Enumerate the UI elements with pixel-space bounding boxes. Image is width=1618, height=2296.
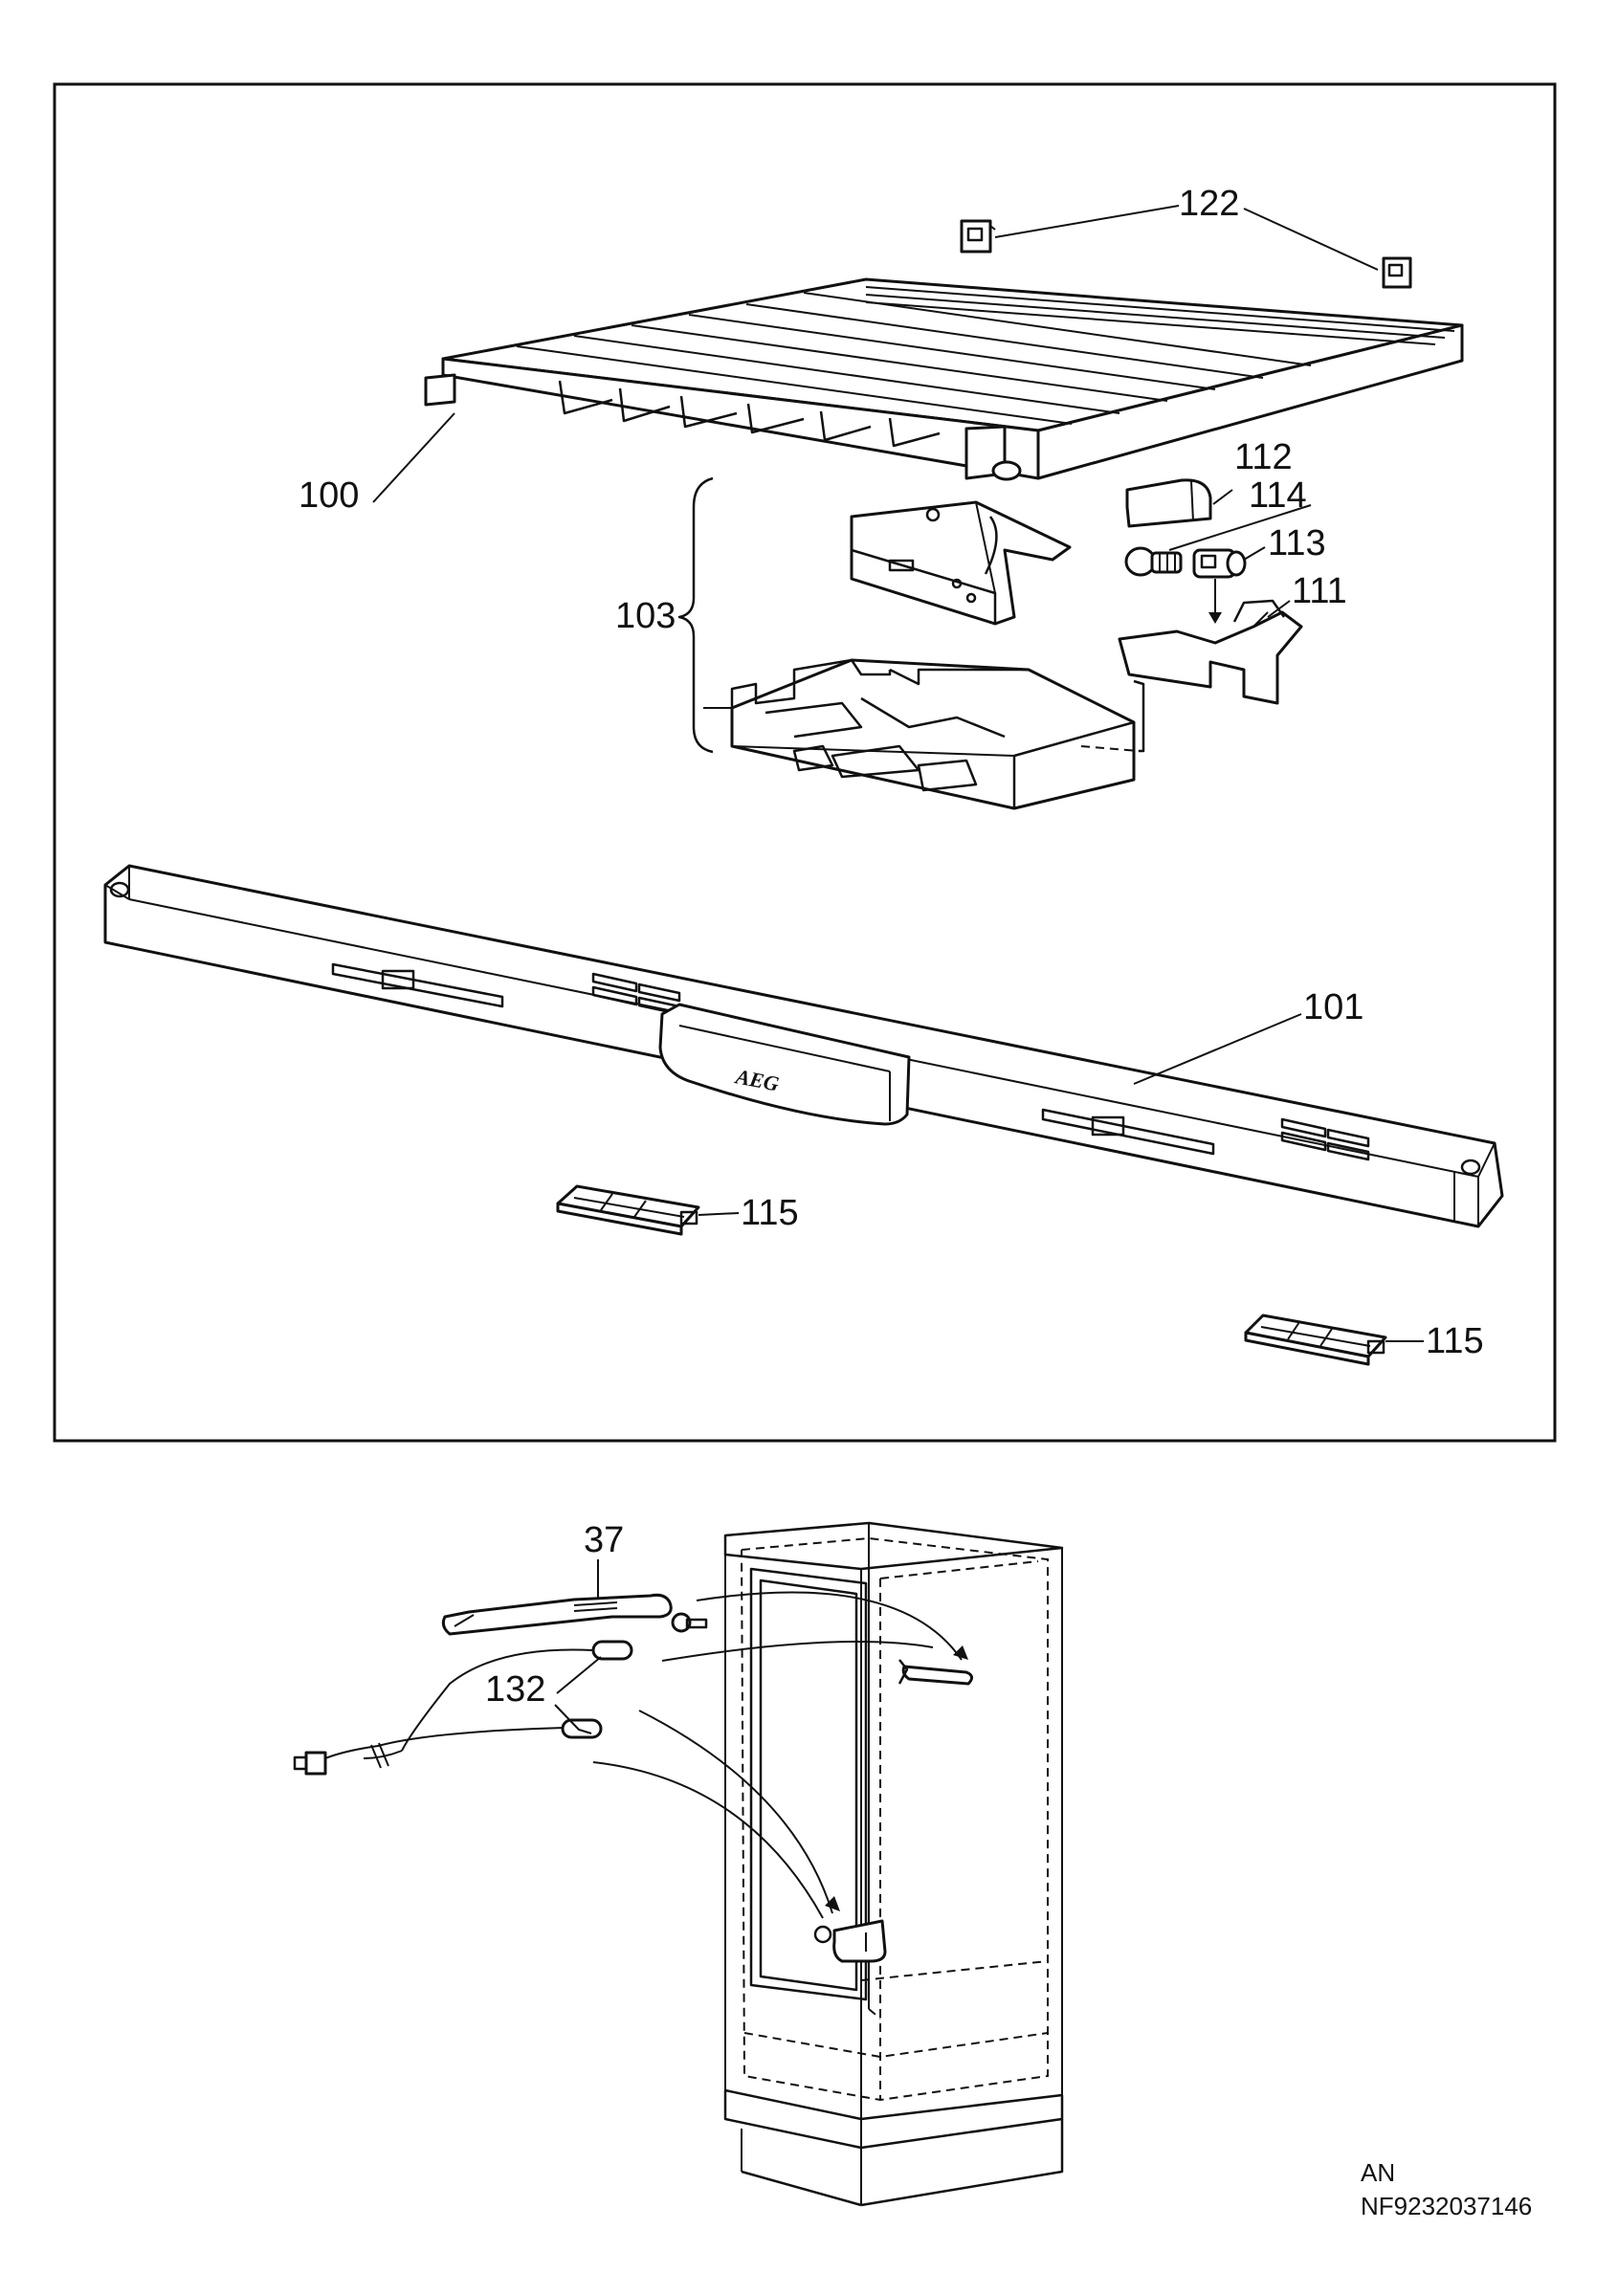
callout-111: 111 — [1292, 571, 1347, 611]
callout-113: 113 — [1268, 523, 1326, 563]
callout-112: 112 — [1234, 437, 1293, 477]
callout-103: 103 — [615, 596, 676, 636]
part-111-lamp-socket — [1118, 599, 1303, 705]
insert-arrow — [1208, 612, 1222, 624]
part-103-housing-base — [703, 658, 1136, 810]
callout-100: 100 — [299, 475, 359, 516]
callout-101: 101 — [1303, 987, 1363, 1027]
callout-114: 114 — [1249, 475, 1307, 516]
part-115-grille-left — [556, 1184, 700, 1236]
part-37-thermostat-bar — [441, 1593, 673, 1636]
callout-122: 122 — [1179, 184, 1239, 224]
callout-132: 132 — [485, 1669, 545, 1710]
part-122-clip-right — [1382, 256, 1412, 289]
cabinet-outline — [723, 1521, 1064, 2207]
doc-code-line2: NF9232037146 — [1361, 2192, 1533, 2220]
callout-115-a: 115 — [741, 1193, 799, 1233]
part-100-top-panel — [424, 277, 1464, 481]
callout-37: 37 — [584, 1520, 624, 1560]
part-112-lamp-cover — [1125, 478, 1212, 528]
callout-115-b: 115 — [1426, 1321, 1484, 1361]
screw-icon — [671, 1612, 708, 1633]
part-103-control-board — [850, 500, 1072, 626]
doc-code-line1: AN — [1361, 2158, 1396, 2187]
part-132-installed-sensor — [813, 1919, 887, 1963]
part-101-handle: AEG — [658, 1003, 911, 1126]
upper-diagram-frame — [53, 82, 1557, 1443]
part-115-grille-right — [1244, 1314, 1387, 1366]
part-122-clip-left — [960, 219, 996, 254]
cabinet-inner-dashed — [741, 1536, 1049, 2102]
mounting-arrows — [592, 1591, 968, 1919]
group-103-brace — [677, 476, 714, 754]
part-132-sensor-cable — [293, 1640, 633, 1776]
part-37-installed — [898, 1659, 973, 1686]
part-114-bulb — [1124, 546, 1183, 577]
part-113-lamp-holder — [1192, 548, 1247, 579]
